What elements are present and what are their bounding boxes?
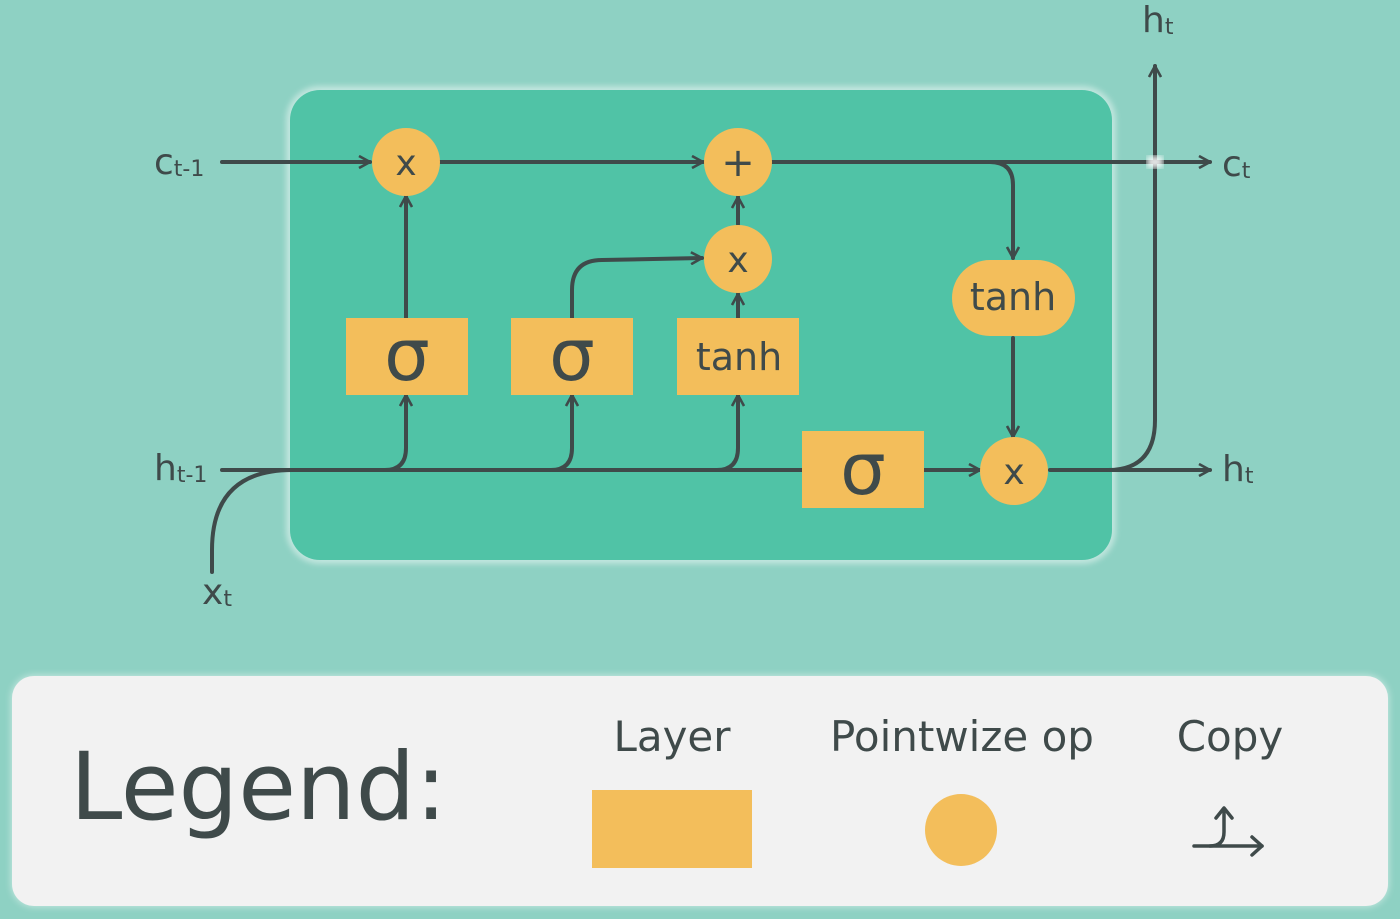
forget-mult-op: x bbox=[372, 128, 440, 196]
bus-to-forget-gate bbox=[383, 393, 406, 472]
output-mult-op: x bbox=[980, 437, 1048, 505]
output-tanh-op: tanh bbox=[952, 260, 1075, 336]
bus-to-candidate bbox=[715, 393, 738, 472]
input-gate-arrow bbox=[570, 258, 702, 320]
label-x: xt bbox=[202, 572, 232, 613]
legend-op-swatch bbox=[925, 794, 997, 866]
candidate-layer: tanh bbox=[677, 318, 799, 395]
add-op: + bbox=[704, 128, 772, 196]
label-c-prev: ct-1 bbox=[154, 142, 204, 183]
forget-gate-symbol: σ bbox=[384, 313, 430, 397]
legend-layer-label: Layer bbox=[613, 712, 731, 761]
x-input-line bbox=[210, 468, 294, 574]
legend-panel: Legend: Layer Pointwize op Copy bbox=[12, 676, 1388, 906]
copy-arrow-icon bbox=[1192, 806, 1264, 857]
input-mult-symbol: x bbox=[727, 240, 748, 281]
candidate-label: tanh bbox=[696, 335, 782, 379]
legend-layer-swatch bbox=[592, 790, 752, 868]
legend-op-label: Pointwize op bbox=[830, 712, 1094, 761]
forget-gate-layer: σ bbox=[346, 313, 468, 397]
label-c-out: ct bbox=[1222, 144, 1251, 185]
output-gate-symbol: σ bbox=[840, 427, 886, 511]
cell-to-tanh-line bbox=[988, 160, 1013, 260]
input-gate-layer: σ bbox=[511, 313, 633, 397]
input-gate-symbol: σ bbox=[549, 313, 595, 397]
input-mult-op: x bbox=[704, 225, 772, 293]
output-tanh-label: tanh bbox=[970, 275, 1056, 319]
bus-to-input-gate bbox=[549, 393, 572, 472]
legend-copy-label: Copy bbox=[1176, 712, 1284, 761]
add-symbol: + bbox=[721, 140, 755, 186]
label-h-out-top: ht bbox=[1142, 0, 1174, 41]
lstm-diagram: σ σ tanh σ x + x tanh x ct-1 ht-1 xt bbox=[154, 0, 1254, 613]
output-mult-symbol: x bbox=[1003, 452, 1024, 493]
label-h-out-right: ht bbox=[1222, 449, 1254, 490]
label-h-prev: ht-1 bbox=[154, 448, 207, 489]
hidden-copy-up-line bbox=[1106, 64, 1155, 472]
forget-mult-symbol: x bbox=[395, 143, 416, 184]
output-gate-layer: σ bbox=[802, 427, 924, 511]
legend-title: Legend: bbox=[70, 733, 447, 842]
line-crossing-gap bbox=[1147, 156, 1163, 168]
